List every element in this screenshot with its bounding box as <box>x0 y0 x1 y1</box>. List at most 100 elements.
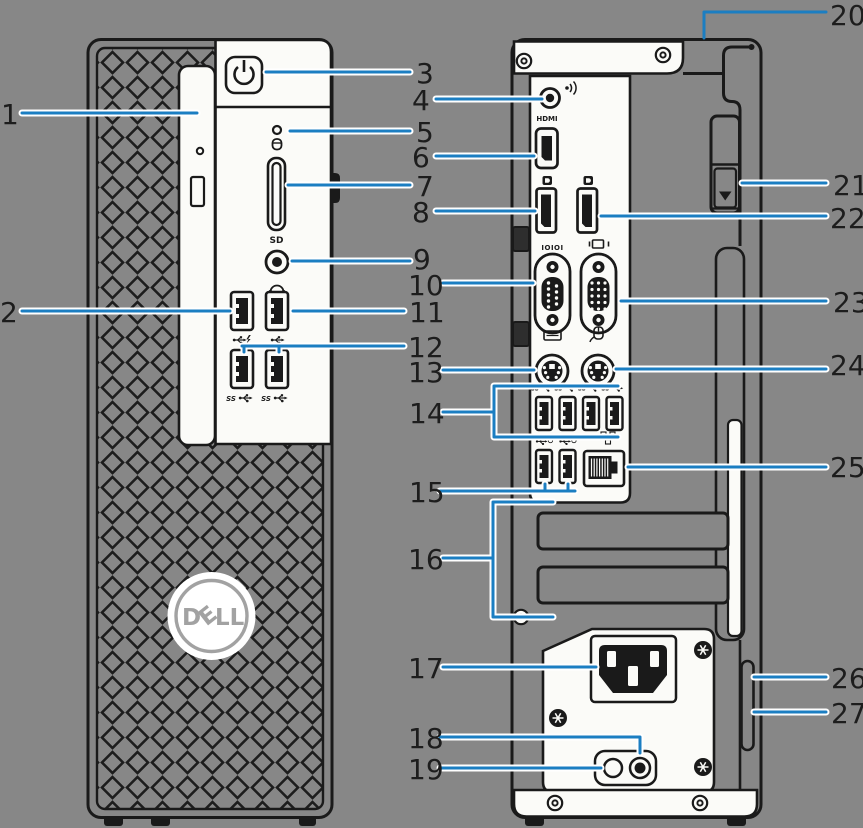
power-button <box>224 55 264 95</box>
displayport-2 <box>576 176 599 234</box>
usb3-port-rear <box>534 395 554 432</box>
callout-4: 4 <box>412 84 430 117</box>
callout-5: 5 <box>416 116 434 149</box>
ethernet-port <box>582 431 626 488</box>
displayport-1 <box>535 176 558 234</box>
optical-eject-button <box>189 175 206 208</box>
optical-drive <box>177 64 217 447</box>
serial-port: IOIOI <box>533 244 572 335</box>
vga-icon <box>588 239 610 249</box>
power-connector <box>599 645 667 693</box>
callout-13: 13 <box>408 356 444 389</box>
svg-text:SS: SS <box>601 387 609 393</box>
callout-26: 26 <box>831 662 863 695</box>
leader-line-20 <box>702 10 828 40</box>
callout-6: 6 <box>412 141 430 174</box>
callout-27: 27 <box>831 697 863 730</box>
hdmi-port: HDMI <box>534 115 559 170</box>
usb3-icon: SS <box>261 393 289 403</box>
cover-screw <box>546 794 564 812</box>
callout-10: 10 <box>408 269 444 302</box>
callout-15: 15 <box>409 476 445 509</box>
io-panel-tab <box>512 321 530 347</box>
expansion-card-slots <box>536 511 730 605</box>
callout-1: 1 <box>1 98 19 131</box>
leader-line-18 <box>436 733 644 757</box>
cover-screw <box>654 46 672 64</box>
callout-7: 7 <box>416 170 434 203</box>
callout-2: 2 <box>0 296 18 329</box>
keyboard-icon <box>543 330 562 341</box>
io-panel-tab <box>512 226 530 252</box>
usb2-smart-power-port <box>534 448 554 485</box>
usb3-icon: SS <box>601 384 624 393</box>
release-latch <box>709 114 741 215</box>
power-icon <box>233 60 255 86</box>
usb3-icon: SS <box>554 384 577 393</box>
usb-powershare-icon <box>232 335 251 345</box>
back-view: HDMI IOIOI <box>510 38 763 826</box>
svg-text:LL: LL <box>215 605 245 631</box>
hdmi-label: HDMI <box>536 115 557 123</box>
leader-line-16 <box>439 498 557 621</box>
callout-20: 20 <box>830 0 863 32</box>
callouts: 1 2 3 4 5 6 7 8 9 10 11 12 13 14 15 16 1… <box>0 0 863 786</box>
callout-21: 21 <box>833 169 863 202</box>
padlock-ring-and-security-slot <box>740 659 755 752</box>
cover-screw <box>515 52 533 70</box>
emergency-eject-pinhole <box>195 146 205 156</box>
svg-text:SS: SS <box>261 395 271 403</box>
vga-port <box>579 239 618 335</box>
usb3-icon: SS <box>531 384 554 393</box>
cover-screw <box>691 794 709 812</box>
callout-12: 12 <box>408 331 444 364</box>
line-out-icon <box>565 80 577 96</box>
hard-drive-activity-icon <box>271 138 283 151</box>
usb3-port-rear <box>605 395 624 432</box>
callout-19: 19 <box>408 753 444 786</box>
hard-drive-activity-light <box>271 124 283 151</box>
leader-line-15 <box>436 480 579 495</box>
callout-23: 23 <box>833 286 863 319</box>
side-panel-strip <box>726 418 743 638</box>
dell-logo: D E LL <box>167 572 256 660</box>
callout-11: 11 <box>409 296 445 329</box>
usb3-port-rear <box>558 395 577 432</box>
leader-lines <box>18 10 830 772</box>
psu-screw <box>693 640 713 660</box>
displayport-icon <box>583 176 593 185</box>
callout-18: 18 <box>408 722 444 755</box>
sd-card-reader: SD <box>266 156 287 246</box>
sd-label: SD <box>270 236 284 246</box>
usb3-port-rear <box>581 395 601 432</box>
callout-22: 22 <box>830 202 863 235</box>
usb3-icon: SS <box>578 384 601 393</box>
front-view: SD SS SS <box>86 38 340 826</box>
usb3-port-front <box>264 348 290 390</box>
ps2-keyboard-port <box>534 330 570 389</box>
usb3-icon: SS <box>226 393 254 403</box>
psu-screw <box>693 757 713 777</box>
callout-14: 14 <box>409 397 445 430</box>
mouse-icon <box>589 326 604 343</box>
cover-seam <box>722 45 751 246</box>
displayport-icon <box>542 176 552 185</box>
svg-text:D: D <box>182 605 201 631</box>
psu-screw <box>548 708 568 728</box>
usb3-port-front <box>229 348 255 390</box>
callout-8: 8 <box>412 196 430 229</box>
usb2-smart-power-port <box>558 448 577 485</box>
leader-line-12 <box>238 342 408 356</box>
callout-9: 9 <box>413 243 431 276</box>
serial-label: IOIOI <box>541 244 563 252</box>
usb2-port-front <box>264 290 290 332</box>
latch-arrow-icon <box>719 191 732 201</box>
psu-diagnostic-button <box>602 757 624 779</box>
callout-16: 16 <box>408 543 444 576</box>
callout-25: 25 <box>830 451 863 484</box>
callout-3: 3 <box>416 57 434 90</box>
hinge-pin <box>748 44 755 50</box>
callout-17: 17 <box>408 652 444 685</box>
